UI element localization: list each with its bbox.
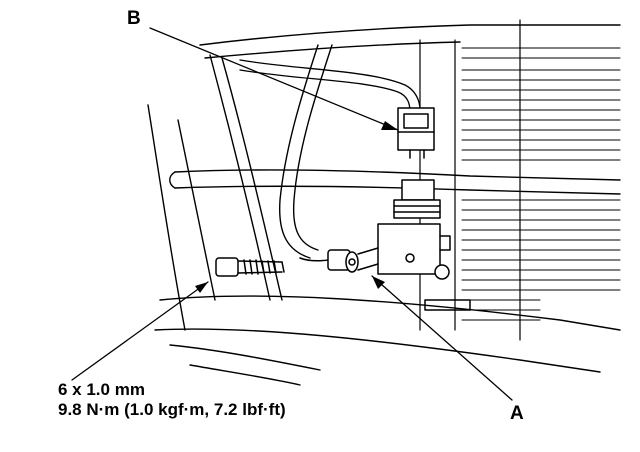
leader-bolt: [72, 282, 208, 380]
lower-body-panel: [155, 296, 620, 385]
pipe-fitting: [300, 248, 378, 272]
sensor-harness: [240, 60, 420, 112]
fastener-size: 6 x 1.0 mm: [58, 380, 145, 399]
refrigerant-pipe: [280, 45, 332, 258]
body-frame: [148, 25, 620, 330]
leader-arrowheads: [195, 121, 398, 293]
callout-label-a: A: [510, 403, 524, 424]
sensor-connector: [398, 108, 434, 158]
arrowhead-b: [381, 121, 398, 130]
leader-lines: [72, 28, 512, 400]
leader-a: [372, 276, 512, 400]
mounting-bolt: [216, 258, 284, 276]
arrowhead-bolt: [195, 282, 208, 293]
radiator-grille: [420, 20, 620, 340]
radiator-fins: [462, 48, 620, 320]
fastener-spec: 6 x 1.0 mm 9.8 N·m (1.0 kgf·m, 7.2 lbf·f…: [58, 380, 286, 420]
support-bar: [170, 170, 620, 194]
fastener-torque: 9.8 N·m (1.0 kgf·m, 7.2 lbf·ft): [58, 400, 286, 419]
arrowhead-a: [372, 276, 385, 289]
pressure-switch: [378, 180, 470, 310]
leader-b: [150, 28, 398, 130]
callout-label-b: B: [127, 8, 141, 29]
